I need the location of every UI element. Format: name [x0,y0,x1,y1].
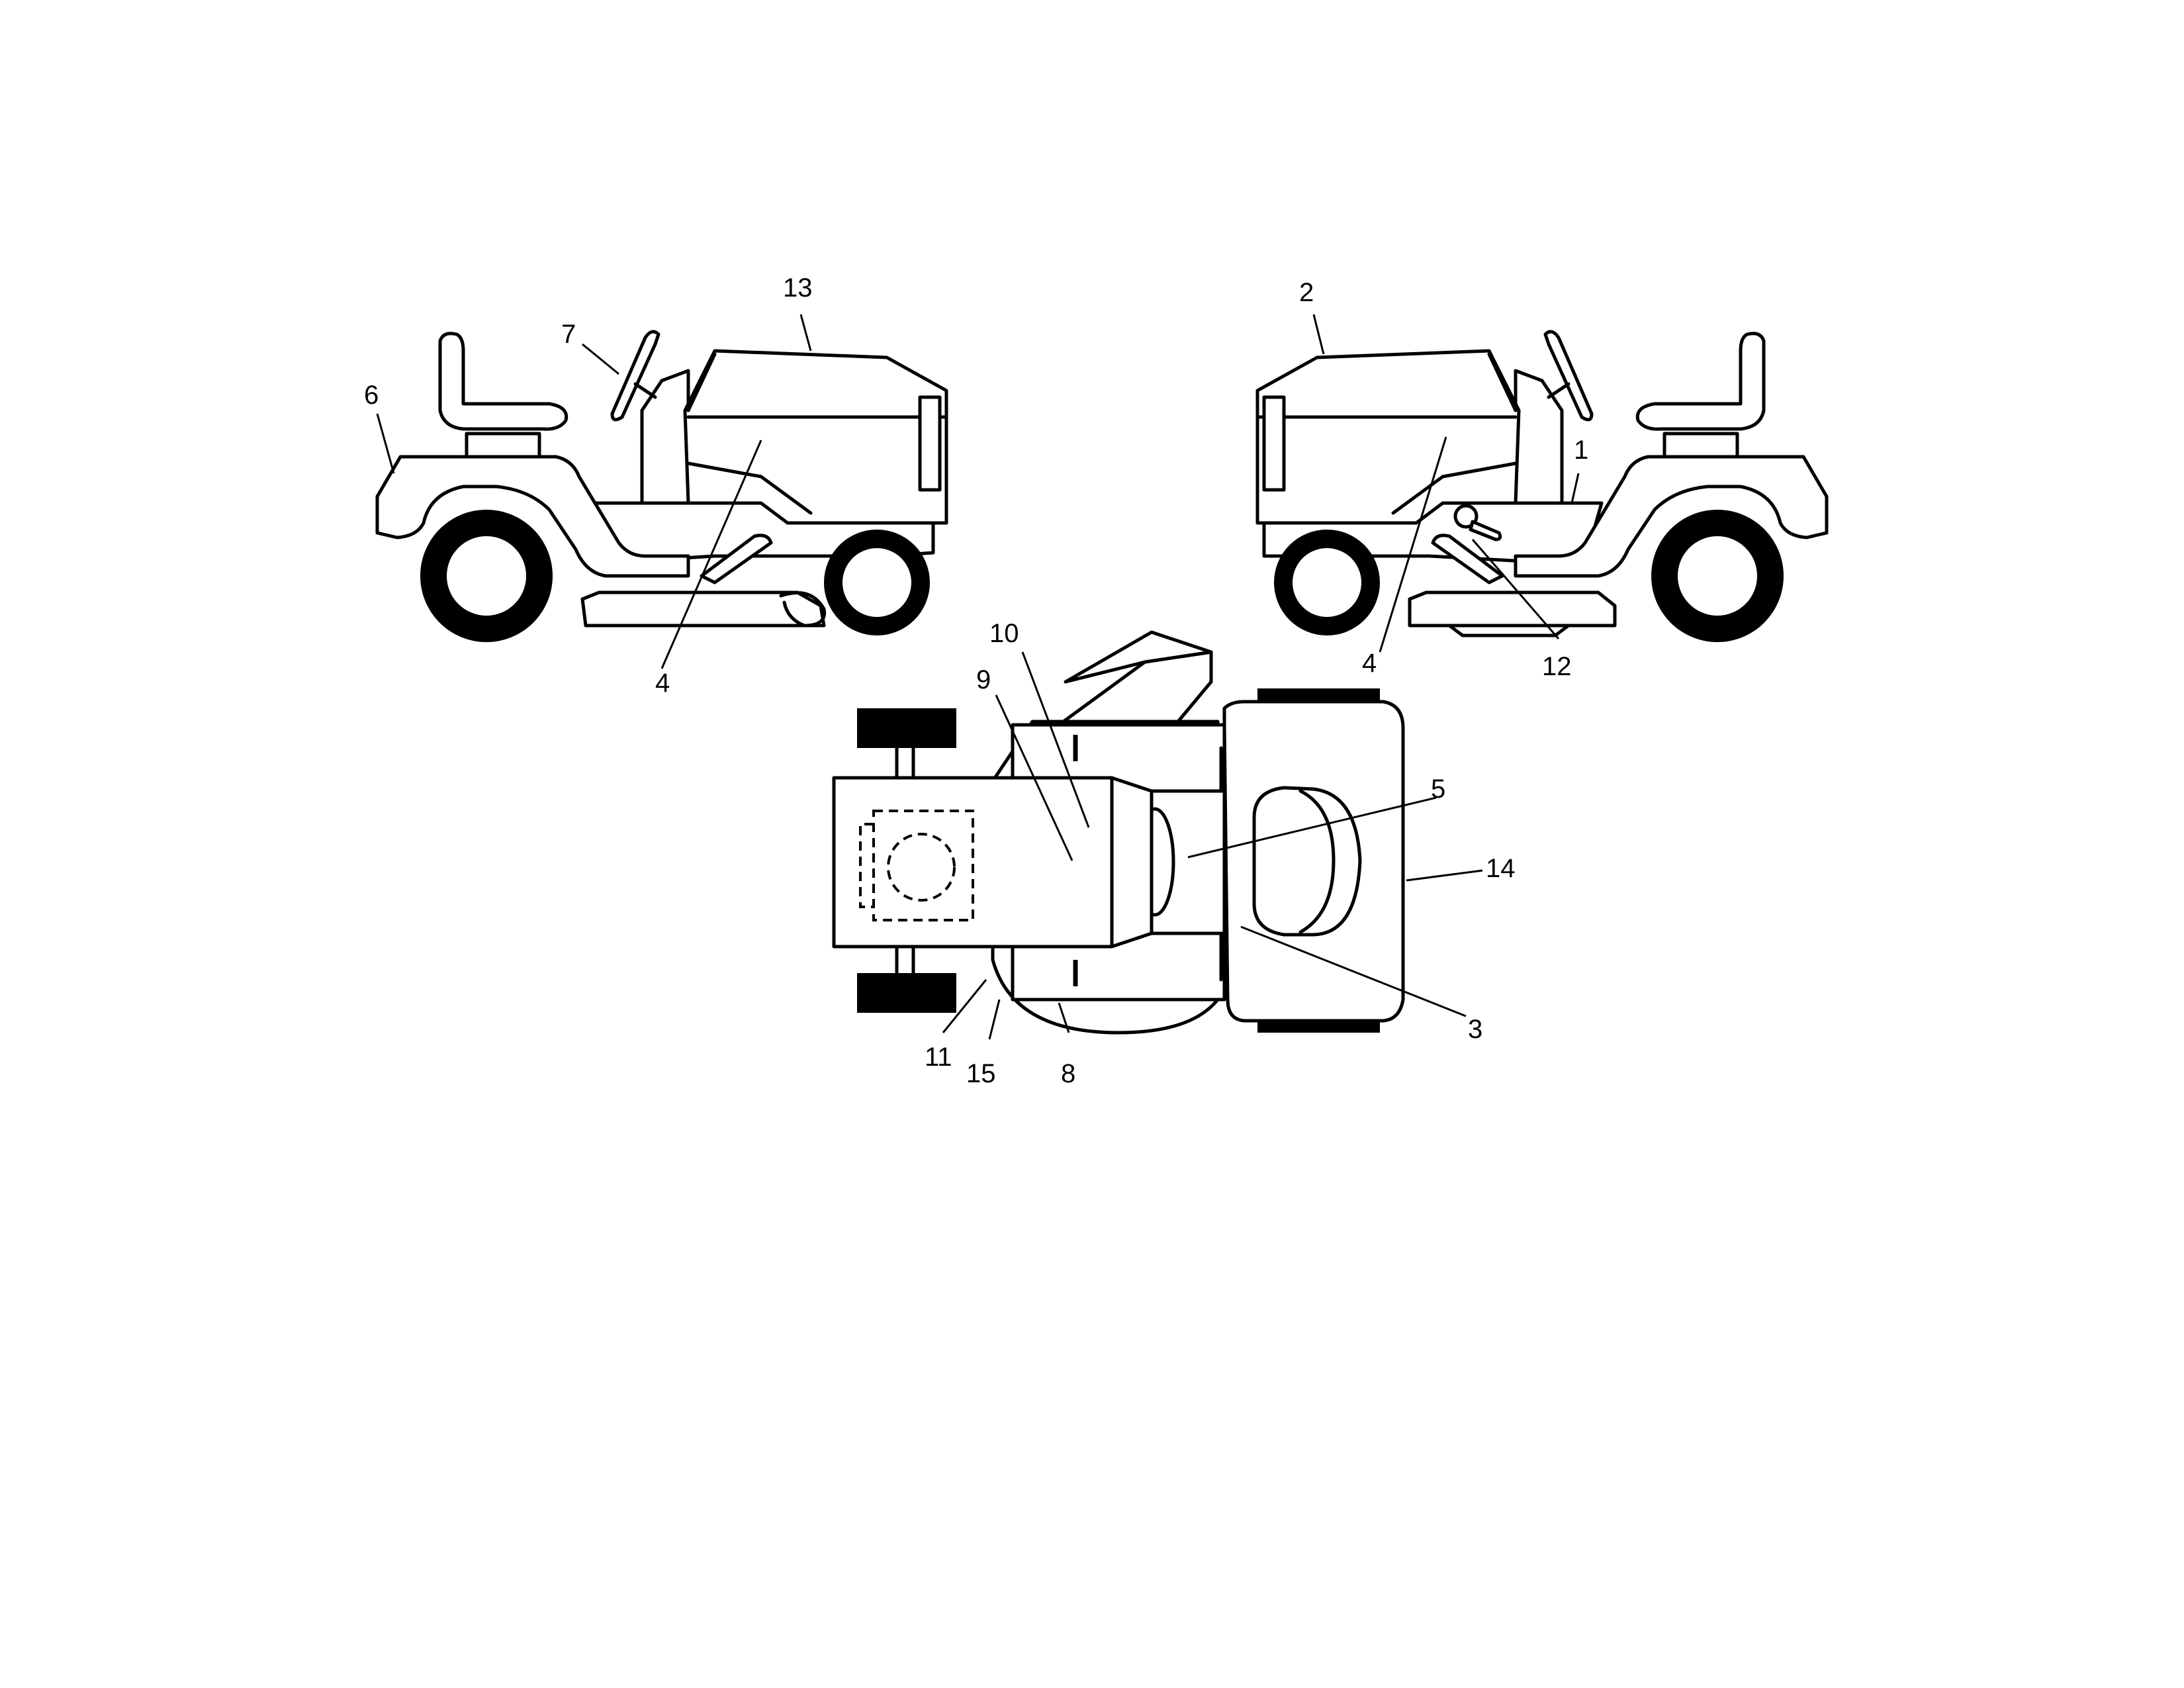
callout-12: 12 [1542,652,1572,681]
right-deck-chute [1447,624,1570,637]
callout-4-right: 4 [1362,649,1377,678]
left-rear-wheel [420,510,553,642]
left-seat-back [438,332,569,431]
callout-9: 9 [976,665,991,694]
callout-13: 13 [783,273,813,303]
callout-2: 2 [1299,278,1314,307]
left-hood-panel-line [686,352,948,515]
leader-2 [1312,314,1325,355]
right-rear-wheel [1651,510,1784,642]
callout-15: 15 [966,1059,996,1088]
left-seat-post [465,432,541,459]
right-steering-wheel [1543,330,1594,422]
right-hood-panel-line [1255,352,1518,515]
top-engine-outline-side [859,823,874,908]
top-seat [1252,786,1362,937]
right-lift-lever [1453,504,1502,541]
left-steering-wheel [610,330,660,422]
top-front-right-tire [857,973,956,1013]
callout-7: 7 [561,320,576,349]
leader-12 [1471,539,1560,639]
leader-9 [995,694,1073,861]
left-pedal [700,534,773,585]
callout-3: 3 [1468,1015,1482,1044]
callout-labels: 1 2 3 4 4 5 6 7 8 9 10 11 12 13 14 15 [364,273,1588,1088]
right-console [1514,369,1564,505]
left-console [640,369,690,505]
top-front-left-tire [857,708,956,748]
left-front-wheel [824,530,930,635]
right-hood [1255,349,1521,525]
right-seat-post [1662,432,1739,459]
leader-13 [799,314,812,352]
callout-14: 14 [1486,854,1516,883]
right-seat-back [1635,332,1766,431]
leader-15 [988,999,1001,1040]
callout-10: 10 [989,619,1019,648]
callout-1: 1 [1574,436,1588,465]
leader-10 [1021,651,1090,828]
left-grille [918,395,942,492]
left-rear-fender [375,455,690,578]
tractor-left-side-view [375,330,948,642]
callout-4-left: 4 [655,669,670,698]
left-hood [683,349,948,525]
callout-6: 6 [364,381,379,410]
leader-4-right [1379,436,1447,653]
tractor-right-side-view [1255,330,1829,642]
leader-5 [1187,796,1437,859]
leader-3 [1240,925,1467,1017]
right-front-wheel [1274,530,1380,635]
top-hood-rear [1110,776,1154,949]
leader-14 [1406,869,1483,882]
leader-8 [1058,1002,1070,1033]
left-deck-chute [779,591,827,628]
right-steering-column [1547,382,1570,399]
callout-8: 8 [1061,1059,1075,1088]
left-steering-column [633,382,657,399]
leader-lines [376,314,1580,1040]
right-grille [1262,395,1286,492]
right-pedal [1431,534,1504,585]
leader-11 [942,979,987,1033]
callout-5: 5 [1431,774,1445,804]
leader-6 [376,413,395,474]
right-rear-fender [1514,455,1829,578]
top-engine-outline [872,810,974,921]
right-mower-deck [1408,590,1617,628]
tractor-top-view [832,630,1405,1035]
top-seat-back [1298,789,1336,934]
leader-7 [582,343,619,375]
leader-1 [1570,473,1580,504]
callout-11: 11 [925,1043,952,1072]
leader-4-left [660,440,762,669]
top-chute-deflector [1064,630,1213,684]
top-engine-dashed-circle [887,833,956,902]
